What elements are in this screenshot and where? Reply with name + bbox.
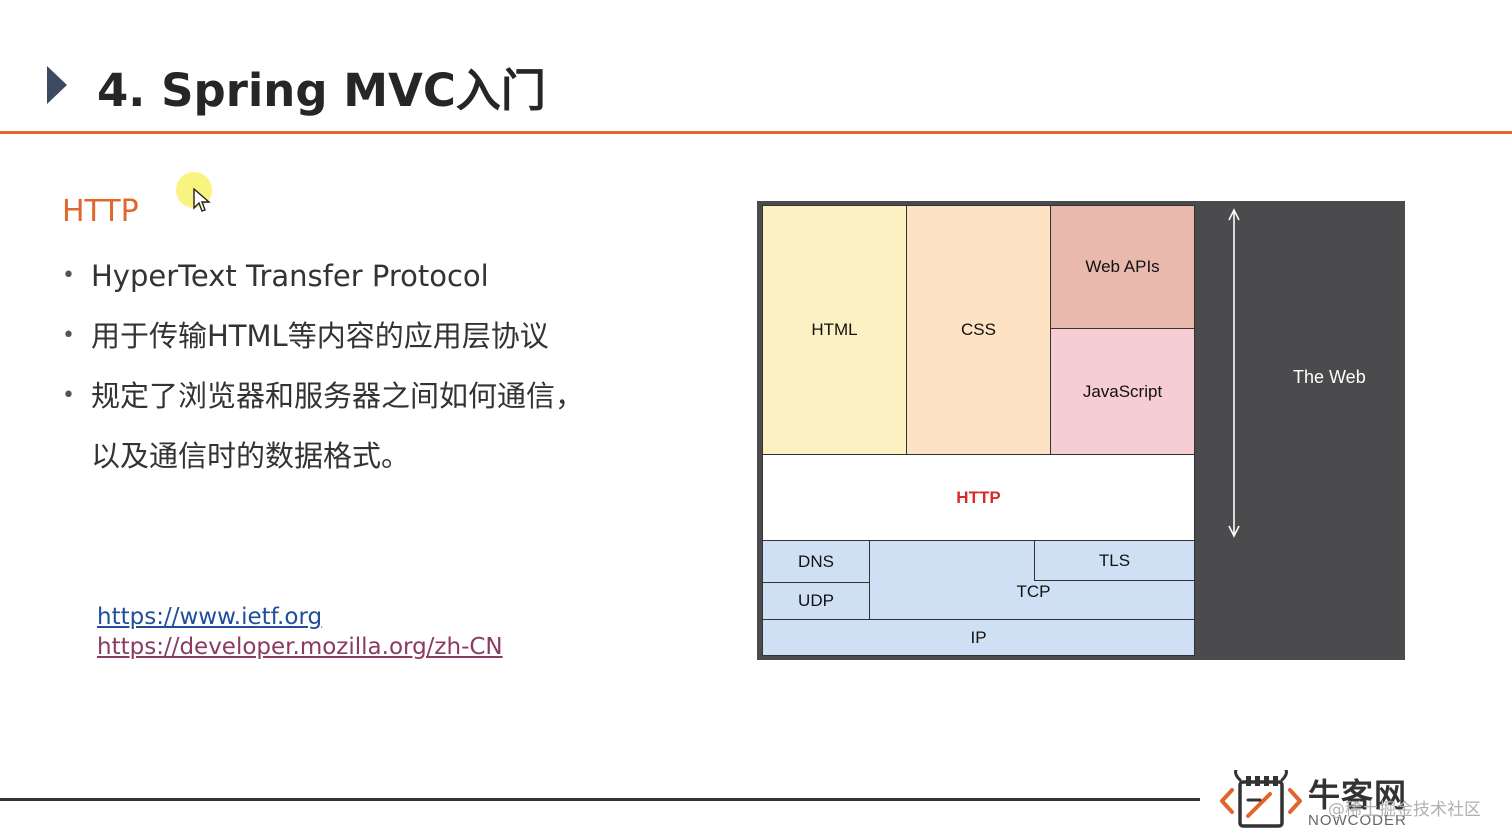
bullet-list: HyperText Transfer Protocol 用于传输HTML等内容的… <box>62 246 591 486</box>
nowcoder-logo: 牛客网 NOWCODER <box>1218 770 1508 836</box>
http-block: HTTP <box>762 454 1195 541</box>
vertical-arrow-icon <box>1228 208 1240 538</box>
nowcoder-logo-icon <box>1220 770 1302 828</box>
udp-block: UDP <box>762 582 870 620</box>
watermark-text: @稀土掘金技术社区 <box>1328 800 1481 820</box>
web-apis-label: Web APIs <box>1085 257 1160 276</box>
ietf-link[interactable]: https://www.ietf.org <box>97 604 323 630</box>
bullet-text: 规定了浏览器和服务器之间如何通信，以及通信时的数据格式。 <box>91 379 585 473</box>
section-title: HTTP <box>62 194 139 229</box>
title-divider <box>0 131 1512 134</box>
brand-name: 牛客网 <box>1308 776 1408 814</box>
udp-label: UDP <box>798 591 834 610</box>
dns-label: DNS <box>798 551 834 571</box>
web-stack-diagram: HTML CSS Web APIs JavaScript HTTP TCP DN… <box>757 201 1405 660</box>
html-block: HTML <box>762 205 907 455</box>
mdn-link[interactable]: https://developer.mozilla.org/zh-CN <box>97 634 503 660</box>
tcp-label: TCP <box>1016 582 1051 601</box>
javascript-block: JavaScript <box>1050 328 1195 455</box>
title-arrow-icon <box>47 66 67 104</box>
tls-block: TLS <box>1034 540 1195 581</box>
css-label: CSS <box>961 320 996 339</box>
brand-subtitle: NOWCODER <box>1308 812 1407 829</box>
web-apis-block: Web APIs <box>1050 205 1195 329</box>
http-label: HTTP <box>956 487 1001 507</box>
the-web-label: The Web <box>1293 367 1366 387</box>
bullet-item: HyperText Transfer Protocol <box>62 246 591 306</box>
bullet-item: 用于传输HTML等内容的应用层协议 <box>62 306 591 366</box>
ip-label: IP <box>970 627 987 647</box>
javascript-label: JavaScript <box>1082 381 1163 401</box>
reference-links: https://www.ietf.org https://developer.m… <box>97 602 503 662</box>
slide-title: 4. Spring MVC入门 <box>97 64 546 117</box>
slide-header: 4. Spring MVC入门 <box>0 0 1512 134</box>
tls-label: TLS <box>1098 550 1131 570</box>
html-label: HTML <box>811 320 858 339</box>
css-block: CSS <box>906 205 1051 455</box>
bullet-item: 规定了浏览器和服务器之间如何通信，以及通信时的数据格式。 <box>62 366 591 486</box>
bullet-text: HyperText Transfer Protocol <box>91 259 489 293</box>
footer-divider <box>0 798 1200 801</box>
mouse-pointer-icon <box>193 188 211 212</box>
bullet-text: 用于传输HTML等内容的应用层协议 <box>91 319 549 353</box>
dns-block: DNS <box>762 540 870 583</box>
ip-block: IP <box>762 619 1195 656</box>
